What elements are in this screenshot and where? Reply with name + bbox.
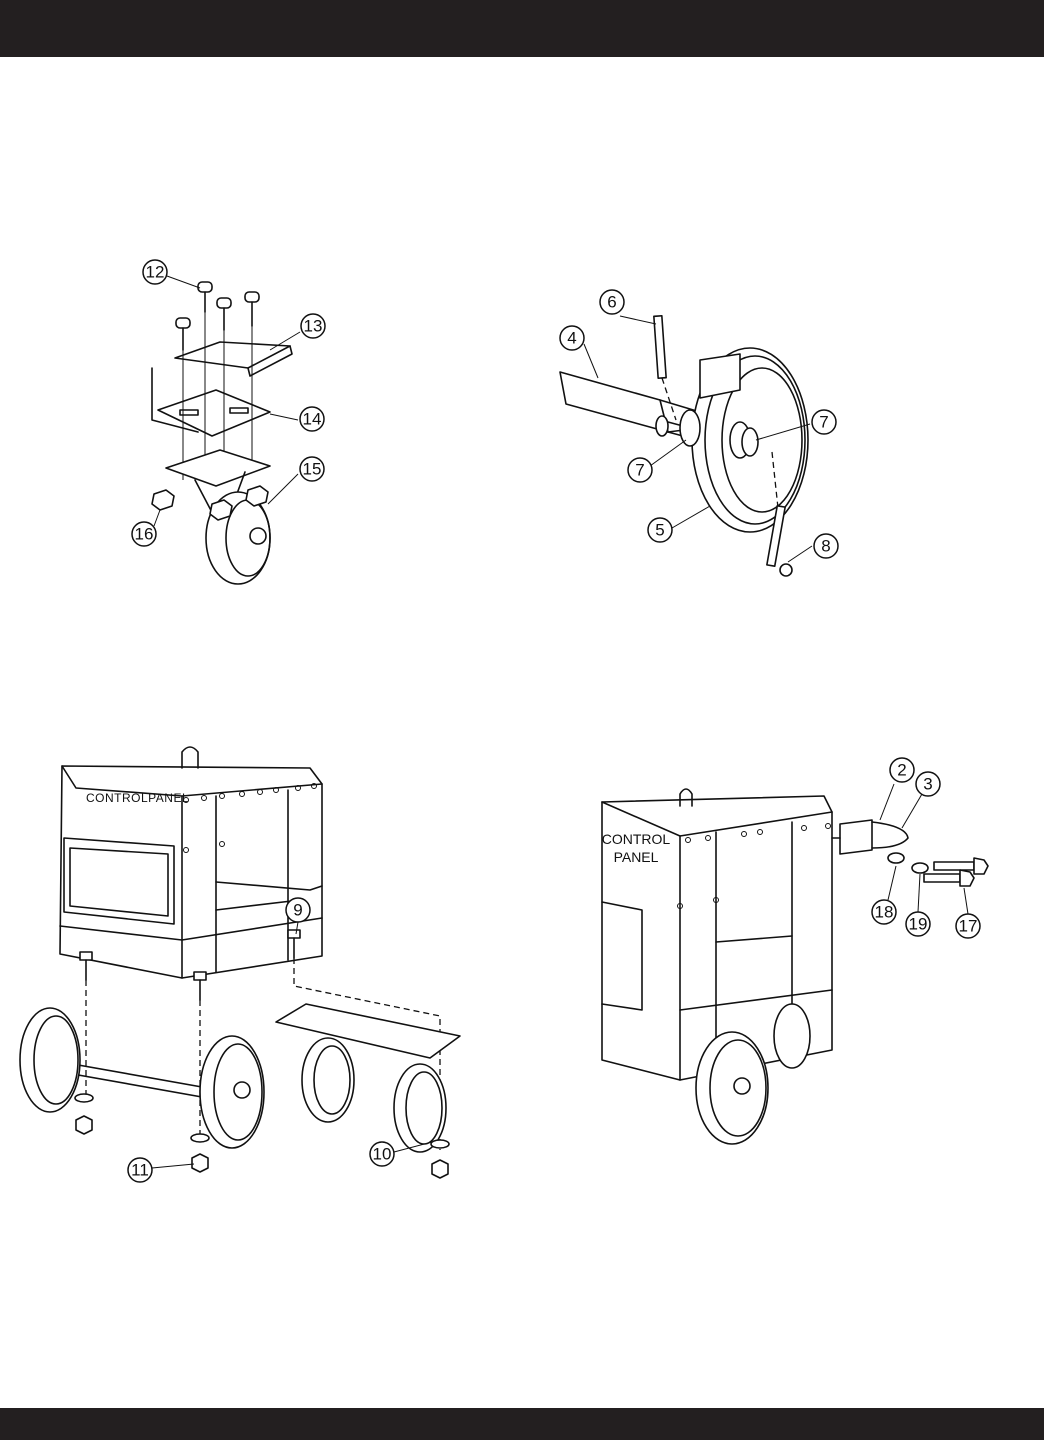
callout-4: 4 [559,325,585,351]
caster-wheel-right [393,1063,447,1153]
svg-text:17: 17 [959,917,978,936]
caster-wheel-left [301,1037,355,1123]
svg-text:9: 9 [293,901,302,920]
control-panel-label: CONTROLPANEL [86,791,189,805]
callout-9: 9 [285,897,311,923]
rivet-row [677,823,831,909]
svg-text:2: 2 [897,761,906,780]
svg-text:7: 7 [635,461,644,480]
callout-7-right: 7 [811,409,837,435]
large-wheel [695,1031,769,1145]
svg-text:7: 7 [819,413,828,432]
svg-text:8: 8 [821,537,830,556]
svg-text:3: 3 [923,775,932,794]
control-label-line1: CONTROL [602,831,671,847]
callout-15: 15 [299,456,325,482]
axle-pin [653,314,667,380]
callout-18: 18 [871,899,897,925]
caster-wheel [773,1003,811,1069]
svg-text:19: 19 [909,915,928,934]
slotted-plate [157,389,271,437]
carriage-bolt [175,281,260,351]
svg-text:10: 10 [373,1145,392,1164]
large-wheel-left [19,1007,81,1113]
svg-text:15: 15 [303,460,322,479]
svg-text:4: 4 [567,329,576,348]
washer [887,852,905,864]
callout-8: 8 [813,533,839,559]
washer [679,409,701,447]
control-label-line2: PANEL [614,849,659,865]
bottom-footer-bar [0,1408,1044,1440]
svg-text:12: 12 [146,263,165,282]
svg-text:16: 16 [135,525,154,544]
caster-plate [275,1003,461,1059]
caster-assembly-diagram: 12 13 14 15 16 [131,259,326,585]
callout-13: 13 [300,313,326,339]
callout-6: 6 [599,289,625,315]
lifting-eye [181,746,199,769]
wheel-axle-diagram: 6 4 7 7 5 8 [559,289,839,577]
callout-17: 17 [955,913,981,939]
callout-19: 19 [905,911,931,937]
callout-11: 11 [127,1157,153,1183]
bolt [933,861,975,871]
svg-text:14: 14 [303,410,322,429]
callout-7-left: 7 [627,457,653,483]
rivet-row [183,783,317,853]
callout-5: 5 [647,517,673,543]
callout-3: 3 [915,771,941,797]
callout-10: 10 [369,1141,395,1167]
welder-cabinet [59,765,323,979]
axle [559,371,669,433]
callout-16: 16 [131,521,157,547]
top-header-bar [0,0,1044,57]
hex-nut [151,485,269,521]
svg-text:5: 5 [655,521,664,540]
large-wheel-right [199,1035,265,1149]
svg-text:11: 11 [131,1161,149,1180]
callout-2: 2 [889,757,915,783]
cotter-pin [766,504,786,568]
svg-text:18: 18 [875,903,894,922]
handle-bracket [839,819,873,855]
welder-cabinet [601,795,833,1081]
callout-12: 12 [142,259,168,285]
callout-14: 14 [299,406,325,432]
cart-mount-diagram: CONTROLPANEL 9 11 10 [19,746,461,1183]
svg-text:13: 13 [304,317,323,336]
svg-text:6: 6 [607,293,616,312]
handle-mount-diagram: CONTROL PANEL 2 3 18 19 17 [601,757,989,1145]
